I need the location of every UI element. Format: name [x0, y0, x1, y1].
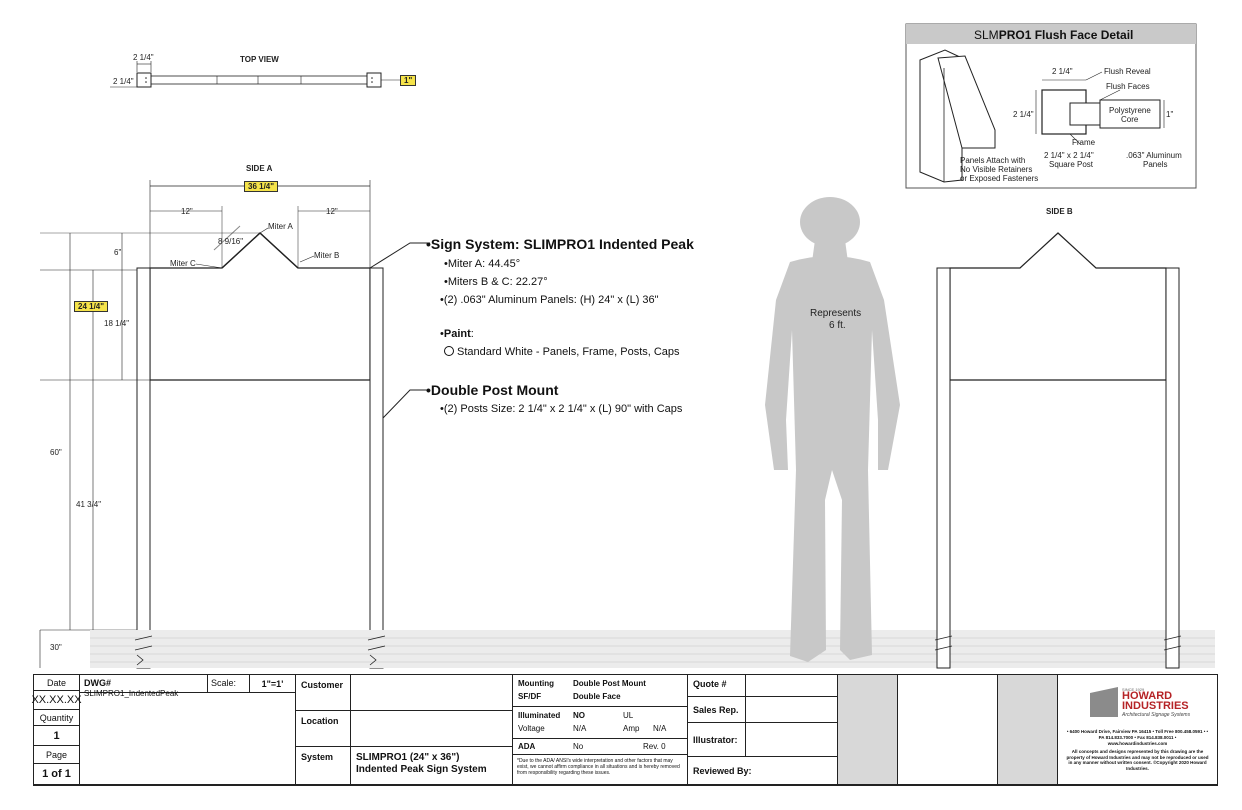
sales-label: Sales Rep.	[688, 697, 746, 723]
detail-square-post-2: Square Post	[1049, 160, 1094, 169]
title-block: Date XX.XX.XX Quantity 1 Page 1 of 1 DWG…	[31, 674, 1218, 786]
illustrator-field[interactable]	[746, 723, 838, 757]
date-value: XX.XX.XX	[31, 691, 82, 710]
spec-miter-a: •Miter A: 44.45°	[444, 258, 521, 270]
company-address: • 6400 Howard Drive, Fairview PA 16415 •…	[1066, 729, 1209, 740]
detail-flush-faces: Flush Faces	[1106, 82, 1150, 91]
detail-aluminum-1: .063" Aluminum	[1126, 151, 1182, 160]
sign-system-title: •Sign System: SLIMPRO1 Indented Peak	[426, 236, 694, 252]
person-label-2: 6 ft.	[829, 320, 846, 331]
system-label: System	[296, 747, 351, 785]
system-value: SLIMPRO1 (24" x 36")Indented Peak Sign S…	[351, 747, 513, 785]
detail-frame: Frame	[1072, 138, 1096, 147]
side-a-panel-height: 18 1/4"	[104, 319, 130, 328]
page-label: Page	[34, 746, 80, 764]
top-view	[110, 61, 400, 88]
company-block: SINCE 1929 HOWARD INDUSTRIES Architectur…	[1058, 675, 1217, 785]
electrical-block: Illuminated NO UL Voltage N/A Amp N/A	[513, 707, 688, 739]
detail-title: SLMPRO1 Flush Face Detail	[974, 28, 1134, 42]
customer-label: Customer	[296, 675, 351, 711]
spec-paint: •Paint:	[440, 328, 474, 340]
company-name-2: INDUSTRIES	[1122, 700, 1189, 712]
company-legal: All concepts and designs represented by …	[1066, 749, 1209, 771]
side-a-peak-rise: 8 9/16"	[218, 237, 244, 246]
spec-miters-bc: •Miters B & C: 22.27°	[444, 276, 548, 288]
side-a-left-offset: 12"	[181, 207, 193, 216]
top-view-dim-left: 2 1/4"	[113, 77, 134, 86]
detail-dim-h: 2 1/4"	[1013, 110, 1034, 119]
scale-label: Scale:	[208, 675, 250, 693]
gray-column-1	[838, 675, 898, 785]
spec-posts: •(2) Posts Size: 2 1/4" x 2 1/4" x (L) 9…	[440, 403, 683, 415]
location-field[interactable]	[351, 711, 513, 747]
detail-attach-1: Panels Attach with	[960, 156, 1026, 165]
reviewed-label: Reviewed By:	[688, 757, 838, 785]
company-website: www.howardindustries.com	[1107, 741, 1168, 746]
date-label: Date	[34, 675, 80, 691]
detail-square-post-1: 2 1/4" x 2 1/4"	[1044, 151, 1094, 160]
dwg-blank	[80, 693, 296, 785]
quantity-label: Quantity	[34, 710, 80, 726]
side-a-peak-height: 6"	[114, 248, 122, 257]
detail-attach-2: No Visible Retainers	[960, 165, 1033, 174]
drawing-canvas	[39, 23, 1215, 669]
side-a-right-offset: 12"	[326, 207, 338, 216]
side-a-post-burial: 30"	[50, 643, 62, 652]
radio-icon	[444, 346, 454, 356]
quote-field[interactable]	[746, 675, 838, 697]
company-tag: Architectural Signage Systems	[1122, 712, 1191, 718]
scale-value: 1"=1'	[250, 675, 296, 693]
side-a-overall-width: 36 1/4"	[244, 181, 279, 192]
mount-title: •Double Post Mount	[426, 382, 559, 398]
ada-note: *Due to the ADA/ ANSI's wide interpretat…	[513, 755, 688, 785]
detail-polystyrene: Polystyrene	[1109, 106, 1151, 115]
side-a-drawing	[39, 180, 1215, 669]
miter-c-label: Miter C	[170, 259, 196, 268]
company-logo-icon	[1090, 687, 1118, 717]
side-b-drawing	[934, 232, 1182, 669]
blank-column	[898, 675, 998, 785]
top-view-dim-right: 1"	[400, 75, 417, 86]
company-name-1: HOWARD	[1122, 690, 1173, 702]
customer-field[interactable]	[351, 675, 513, 711]
detail-one-inch: 1"	[1166, 110, 1174, 119]
miter-b-label: Miter B	[314, 251, 340, 260]
side-b-title: SIDE B	[1046, 207, 1073, 216]
top-view-title: TOP VIEW	[240, 55, 279, 64]
person-label-1: Represents	[810, 308, 862, 319]
side-a-post-below-panel: 41 3/4"	[76, 500, 102, 509]
quantity-value: 1	[34, 726, 80, 746]
quote-label: Quote #	[688, 675, 746, 697]
spec-paint-option: Standard White - Panels, Frame, Posts, C…	[444, 346, 680, 358]
person-silhouette	[765, 197, 900, 662]
detail-attach-3: or Exposed Fasteners	[960, 174, 1039, 183]
side-a-title: SIDE A	[246, 164, 273, 173]
page-value: 1 of 1	[34, 764, 80, 785]
detail-aluminum-2: Panels	[1143, 160, 1168, 169]
side-a-post-height: 60"	[50, 448, 62, 457]
mounting-block: Mounting Double Post Mount SF/DF Double …	[513, 675, 688, 707]
flush-face-detail	[905, 23, 1197, 189]
detail-dim-w: 2 1/4"	[1052, 67, 1073, 76]
top-view-dim-top: 2 1/4"	[133, 53, 154, 62]
miter-a-label: Miter A	[268, 222, 293, 231]
detail-core: Core	[1121, 115, 1139, 124]
side-a-total-height: 24 1/4"	[74, 301, 109, 312]
illustrator-label: Illustrator:	[688, 723, 746, 757]
sales-field[interactable]	[746, 697, 838, 723]
detail-flush-reveal: Flush Reveal	[1104, 67, 1151, 76]
ada-row: ADA No Rev. 0	[513, 739, 688, 755]
dwg-cell: DWG# SLIMPRO1_IndentedPeak	[80, 675, 208, 698]
gray-column-2	[998, 675, 1058, 785]
location-label: Location	[296, 711, 351, 747]
spec-panels: •(2) .063" Aluminum Panels: (H) 24" x (L…	[440, 294, 659, 306]
